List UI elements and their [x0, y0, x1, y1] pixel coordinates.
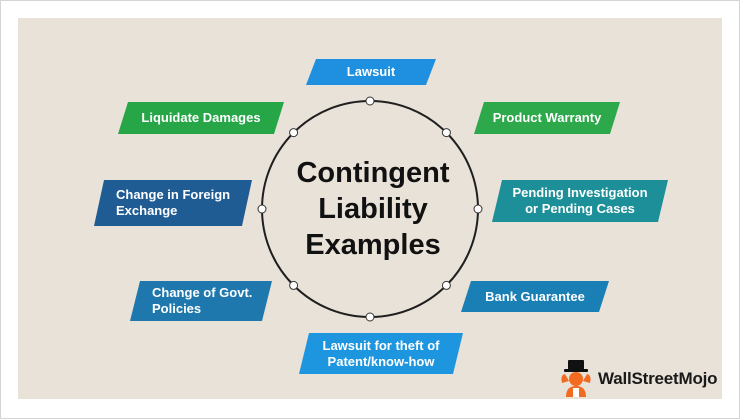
label-text-change-foreign-exchange-1: Change in Foreign [116, 187, 231, 202]
label-text-lawsuit-theft-patent-1: Lawsuit for theft of [322, 337, 440, 353]
logo-text: WallStreetMojo [598, 369, 718, 388]
label-text-bank-guarantee-1: Bank Guarantee [485, 288, 585, 304]
connector-dot [441, 280, 451, 290]
connector-dot [365, 96, 375, 106]
connector-dot [473, 204, 483, 214]
center-title-line-3: Examples [305, 229, 440, 261]
label-text-liquidate-damages-1: Liquidate Damages [141, 110, 261, 125]
center-title-line-2: Liability [318, 193, 428, 225]
connector-dot [289, 128, 299, 138]
label-text-lawsuit-theft-patent-2: Patent/know-how [327, 353, 435, 369]
label-box-bank-guarantee: Bank Guarantee [461, 281, 609, 312]
label-text-lawsuit-1: Lawsuit [346, 64, 396, 79]
label-box-liquidate-damages: Liquidate Damages [118, 102, 284, 134]
connector-dot [441, 128, 451, 138]
connector-dot [365, 312, 375, 322]
label-text-pending-investigation-1: Pending Investigation [512, 185, 648, 200]
label-box-change-govt-policies: Change of Govt.Policies [130, 281, 272, 321]
connector-dot [289, 280, 299, 290]
center-title-line-1: Contingent [296, 157, 449, 189]
label-text-product-warranty-1: Product Warranty [492, 110, 602, 125]
connector-dot [257, 204, 267, 214]
label-box-product-warranty: Product Warranty [474, 102, 620, 134]
label-text-change-govt-policies-1: Change of Govt. [152, 285, 253, 300]
wallstreetmojo-logo: WallStreetMojo [558, 359, 718, 399]
label-text-change-govt-policies-2: Policies [152, 301, 202, 316]
mascot-logo-icon [561, 360, 591, 397]
label-text-pending-investigation-2: or Pending Cases [525, 201, 635, 216]
label-box-lawsuit: Lawsuit [306, 59, 436, 85]
label-text-change-foreign-exchange-2: Exchange [116, 203, 178, 218]
